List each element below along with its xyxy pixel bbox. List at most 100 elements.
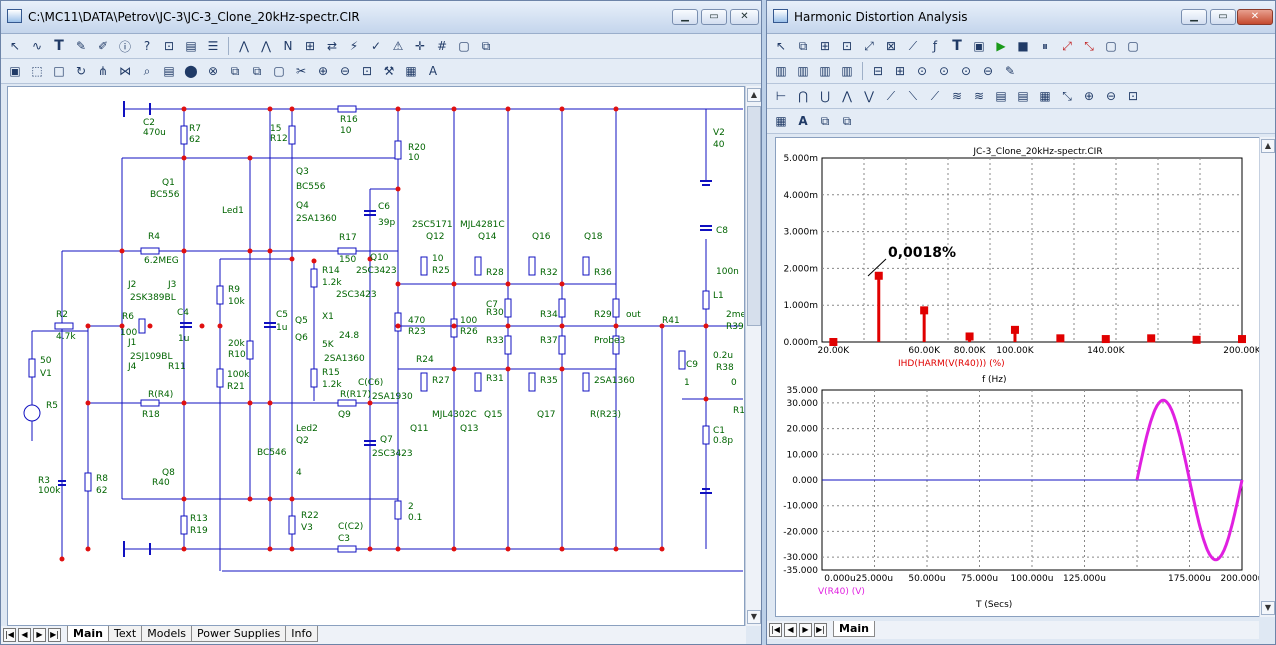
check-icon[interactable]: ✓ bbox=[370, 39, 382, 53]
warning-icon[interactable]: ⚠ bbox=[392, 39, 404, 53]
stop-icon[interactable]: ■ bbox=[1017, 39, 1029, 53]
cut-icon[interactable]: ✂ bbox=[295, 64, 307, 78]
merge-icon[interactable]: ⊞ bbox=[894, 64, 906, 78]
min-icon[interactable]: ⟍ bbox=[908, 88, 918, 103]
tab-text[interactable]: Text bbox=[107, 626, 143, 642]
edit-icon[interactable]: ✎ bbox=[1004, 64, 1016, 78]
zoom-c-icon[interactable]: ⊙ bbox=[960, 64, 972, 78]
text-tool-icon[interactable]: T bbox=[952, 38, 962, 54]
zoom-in-icon[interactable]: ⊕ bbox=[317, 64, 329, 78]
fit-icon[interactable]: ⤡ bbox=[1062, 88, 1072, 103]
font-icon[interactable]: A bbox=[428, 64, 438, 78]
text-icon[interactable]: T bbox=[54, 38, 64, 54]
analysis-maximize-button[interactable]: ▭ bbox=[1210, 9, 1236, 25]
analysis-window[interactable]: Harmonic Distortion Analysis ▁ ▭ ✕ ↖ ⧉ ⊞… bbox=[766, 0, 1276, 645]
zoom-a-icon[interactable]: ⊙ bbox=[916, 64, 928, 78]
tile4-icon[interactable]: ▥ bbox=[841, 64, 853, 78]
tab-info[interactable]: Info bbox=[285, 626, 319, 642]
curve-icon[interactable]: ⟋ bbox=[908, 38, 918, 53]
valley-icon[interactable]: ⋃ bbox=[820, 89, 830, 103]
run-icon[interactable]: ▶ bbox=[996, 39, 1006, 53]
copy-plot-icon[interactable]: ⧉ bbox=[798, 38, 808, 53]
select-arrow-icon[interactable]: ↖ bbox=[775, 39, 787, 53]
doc-icon[interactable]: ▤ bbox=[163, 64, 175, 78]
page-icon[interactable]: ▢ bbox=[458, 39, 470, 53]
zoom-box-icon[interactable]: ⊡ bbox=[1127, 89, 1139, 103]
select-icon[interactable]: ↖ bbox=[9, 39, 21, 53]
zoom-out-icon[interactable]: ⊖ bbox=[339, 64, 351, 78]
expand-icon[interactable]: ⤢ bbox=[1062, 38, 1072, 53]
left-vertical-scrollbar[interactable]: ▲ ▼ bbox=[745, 86, 761, 626]
layers-icon[interactable]: ⧉ bbox=[230, 63, 240, 78]
minimize-button[interactable]: ▁ bbox=[672, 9, 698, 25]
flag-icon[interactable]: ⚡ bbox=[349, 39, 359, 53]
autoscale-icon[interactable]: ⤢ bbox=[864, 38, 874, 53]
state-icon[interactable]: ⊞ bbox=[304, 39, 316, 53]
power-icon[interactable]: N bbox=[283, 39, 293, 53]
next-tab-button[interactable]: ▶ bbox=[33, 628, 46, 642]
rect-icon[interactable]: □ bbox=[53, 64, 65, 78]
tab-main[interactable]: Main bbox=[67, 626, 109, 642]
graph-icon[interactable]: ⊡ bbox=[841, 39, 853, 53]
prev-tab-button[interactable]: ◀ bbox=[784, 623, 797, 637]
mirror-icon[interactable]: ⋔ bbox=[97, 64, 109, 78]
grid-icon[interactable]: ▦ bbox=[775, 114, 787, 128]
right-vertical-scrollbar[interactable]: ▲ ▼ bbox=[1259, 137, 1275, 617]
cursor-icon[interactable]: ⊢ bbox=[775, 89, 787, 103]
tab-models[interactable]: Models bbox=[141, 626, 192, 642]
properties-icon[interactable]: ▣ bbox=[973, 39, 985, 53]
last-tab-button[interactable]: ▶| bbox=[48, 628, 61, 642]
zoom-out-icon[interactable]: ⊖ bbox=[1105, 89, 1117, 103]
list-icon[interactable]: ☰ bbox=[207, 39, 219, 53]
maximize-button[interactable]: ▭ bbox=[701, 9, 727, 25]
wave-icon[interactable]: ≋ bbox=[951, 89, 963, 103]
tag-icon[interactable]: ▤ bbox=[995, 89, 1007, 103]
analysis-close-button[interactable]: ✕ bbox=[1237, 9, 1273, 25]
new-icon[interactable]: ▢ bbox=[273, 64, 285, 78]
zoom-d-icon[interactable]: ⊖ bbox=[982, 64, 994, 78]
tile3-icon[interactable]: ▥ bbox=[819, 64, 831, 78]
tile2-icon[interactable]: ▥ bbox=[797, 64, 809, 78]
next-tab-button[interactable]: ▶ bbox=[799, 623, 812, 637]
info-icon[interactable]: ⓘ bbox=[118, 39, 131, 54]
table-icon[interactable]: ▦ bbox=[1039, 89, 1051, 103]
max-icon[interactable]: ⟋ bbox=[930, 88, 940, 103]
zoom-fit-icon[interactable]: ⊡ bbox=[361, 64, 373, 78]
wire-icon[interactable]: ∿ bbox=[31, 39, 43, 53]
peak-icon[interactable]: ⋂ bbox=[798, 89, 808, 103]
window-icon[interactable]: ▢ bbox=[1127, 39, 1139, 53]
rotate-icon[interactable]: ↻ bbox=[75, 64, 87, 78]
split-icon[interactable]: ⊟ bbox=[872, 64, 884, 78]
crosshair-icon[interactable]: ✛ bbox=[414, 39, 426, 53]
tile-icon[interactable]: ▥ bbox=[775, 64, 787, 78]
function-icon[interactable]: ƒ bbox=[932, 39, 938, 53]
paste-icon[interactable]: ⧉ bbox=[252, 63, 262, 78]
tool-icon[interactable]: ⚒ bbox=[383, 64, 395, 78]
layers2-icon[interactable]: ⧉ bbox=[842, 113, 852, 128]
schematic-window[interactable]: C:\MC11\DATA\Petrov\JC-3\JC-3_Clone_20kH… bbox=[0, 0, 762, 645]
right-title-bar[interactable]: Harmonic Distortion Analysis ▁ ▭ ✕ bbox=[767, 1, 1275, 34]
pin-icon[interactable]: ⇄ bbox=[326, 39, 338, 53]
current-icon[interactable]: ⋀ bbox=[261, 39, 271, 53]
first-tab-button[interactable]: |◀ bbox=[3, 628, 16, 642]
frame-icon[interactable]: ▢ bbox=[1105, 39, 1117, 53]
trace-icon[interactable]: ≋ bbox=[973, 89, 985, 103]
properties-icon[interactable]: ▣ bbox=[9, 64, 21, 78]
zoom-in-icon[interactable]: ⊕ bbox=[1083, 89, 1095, 103]
node-icon[interactable]: ⊡ bbox=[163, 39, 175, 53]
voltage-icon[interactable]: ⋀ bbox=[239, 39, 249, 53]
slope-icon[interactable]: ⟋ bbox=[886, 88, 896, 103]
page-icon[interactable]: ▤ bbox=[1017, 89, 1029, 103]
low-icon[interactable]: ⋁ bbox=[864, 89, 874, 103]
flip-icon[interactable]: ⋈ bbox=[119, 64, 131, 78]
component-icon[interactable]: ▤ bbox=[185, 39, 197, 53]
high-icon[interactable]: ⋀ bbox=[842, 89, 852, 103]
grid-icon[interactable]: # bbox=[436, 39, 448, 53]
copy-icon[interactable]: ⧉ bbox=[481, 38, 491, 53]
delete-icon[interactable]: ⊗ bbox=[207, 64, 219, 78]
last-tab-button[interactable]: ▶| bbox=[814, 623, 827, 637]
find-icon[interactable]: ⌕ bbox=[143, 63, 151, 78]
left-title-bar[interactable]: C:\MC11\DATA\Petrov\JC-3\JC-3_Clone_20kH… bbox=[1, 1, 761, 34]
stop-icon[interactable]: ⬤ bbox=[184, 64, 198, 78]
